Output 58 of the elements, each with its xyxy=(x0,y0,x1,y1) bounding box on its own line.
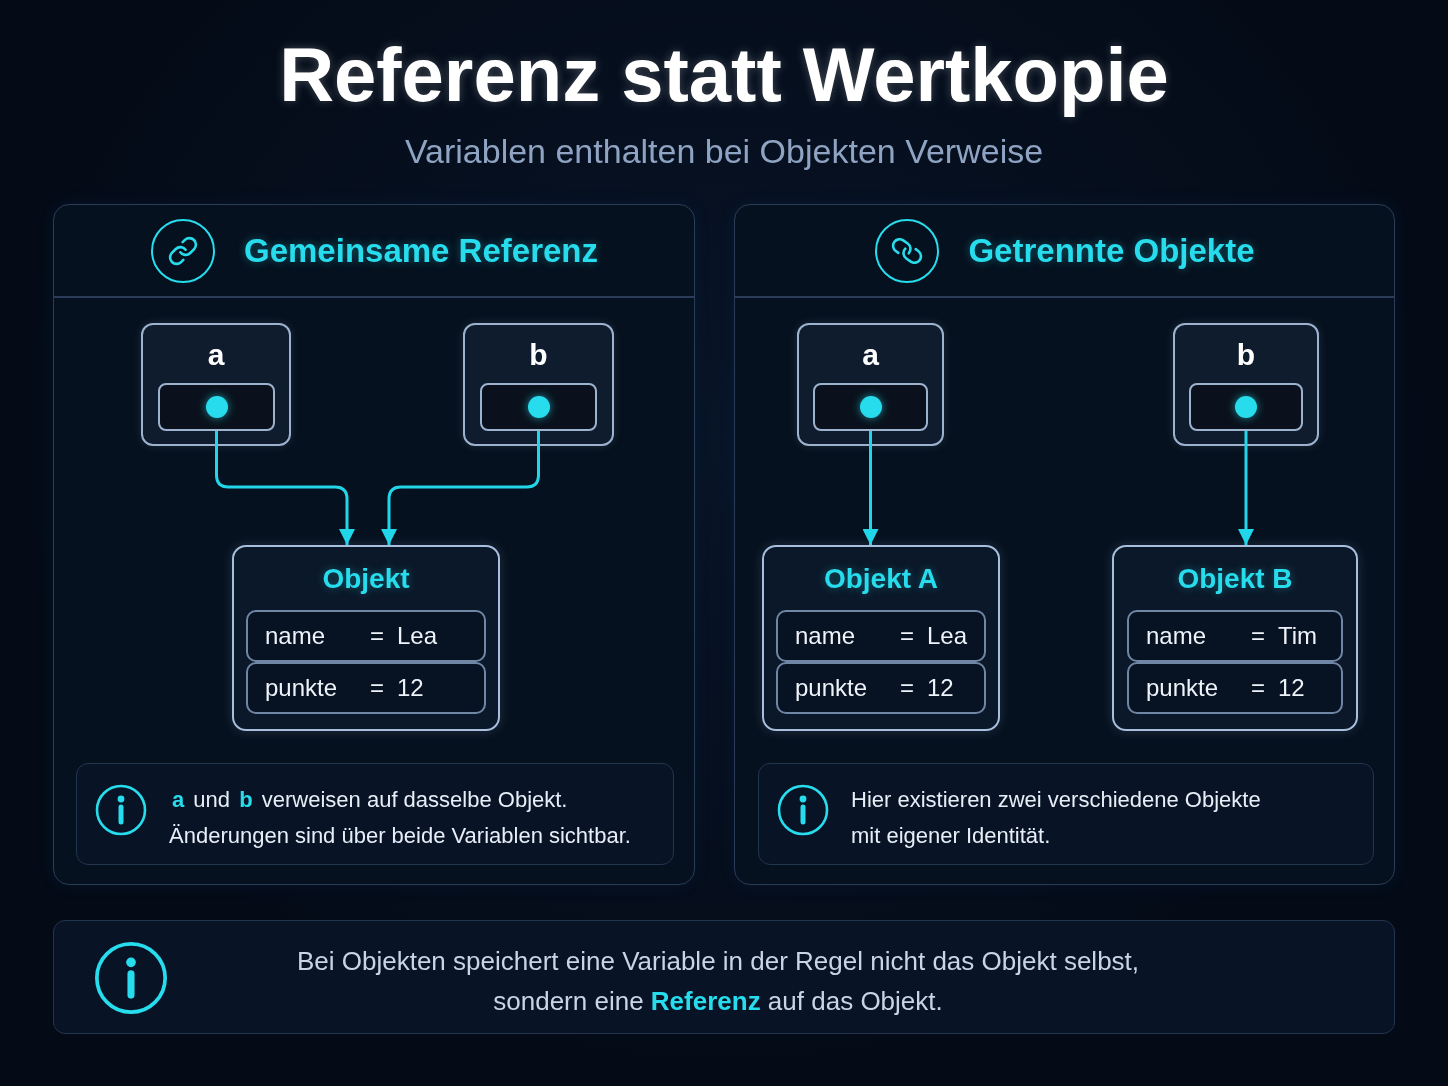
object-title: Objekt B xyxy=(1177,562,1293,596)
info-box xyxy=(76,763,674,865)
panel-title: Gemeinsame Referenz xyxy=(244,232,598,270)
field-row xyxy=(246,610,486,662)
field-name: name xyxy=(1146,621,1207,651)
field-value: 12 xyxy=(1278,673,1305,703)
diagram-title: Referenz statt Wertkopie xyxy=(279,31,1169,119)
subtitle: Variablen enthalten bei Objekten Verweise xyxy=(404,131,1044,172)
connector-arrow xyxy=(381,431,540,545)
pointer-slot xyxy=(158,383,275,431)
variable-box xyxy=(463,323,614,446)
equals-sign: = xyxy=(900,673,914,703)
connector-arrow xyxy=(1238,431,1254,545)
object-box xyxy=(232,545,500,731)
note-box xyxy=(53,920,1395,1034)
object-box xyxy=(1112,545,1358,731)
pointer-slot xyxy=(813,383,928,431)
variable-name: a xyxy=(862,337,879,373)
equals-sign: = xyxy=(1251,673,1265,703)
object-box xyxy=(762,545,1000,731)
variable-name: a xyxy=(207,337,225,373)
field-value: Tim xyxy=(1278,621,1318,651)
equals-sign: = xyxy=(370,673,384,703)
field-value: Lea xyxy=(927,621,968,651)
field-name: punkte xyxy=(1146,673,1219,703)
pointer-slot xyxy=(480,383,597,431)
panel xyxy=(53,204,695,885)
variable-name: b xyxy=(1236,337,1256,373)
panel-title: Getrennte Objekte xyxy=(968,232,1255,270)
pointer-slot xyxy=(1189,383,1303,431)
object-title: Objekt A xyxy=(823,562,939,596)
field-name: name xyxy=(795,621,856,651)
equals-sign: = xyxy=(1251,621,1265,651)
field-row xyxy=(1127,662,1343,714)
panel xyxy=(734,204,1395,885)
field-row xyxy=(776,662,986,714)
info-text: Hier existieren zwei verschiedene Objekte mit eigener Identität. xyxy=(851,786,1262,850)
field-row xyxy=(1127,610,1343,662)
field-name: name xyxy=(265,621,326,651)
connector-arrow xyxy=(215,431,355,545)
field-value: Lea xyxy=(397,621,438,651)
object-title: Objekt xyxy=(322,562,410,596)
field-name: punkte xyxy=(795,673,868,703)
variable-box xyxy=(1173,323,1319,446)
variable-box xyxy=(141,323,291,446)
note-text: Bei Objekten speichert eine Variable in der Regel nicht das Objekt selbst, sondern eine Referenz auf das Objekt. xyxy=(295,945,1141,1018)
variable-name: b xyxy=(529,337,548,373)
equals-sign: = xyxy=(370,621,384,651)
field-value: 12 xyxy=(397,673,424,703)
equals-sign: = xyxy=(900,621,914,651)
variable-box xyxy=(797,323,944,446)
field-row xyxy=(776,610,986,662)
info-box xyxy=(758,763,1374,865)
connector-arrow xyxy=(862,431,879,545)
field-value: 12 xyxy=(927,673,954,703)
field-name: punkte xyxy=(265,673,338,703)
info-text: a und b verweisen auf dasselbe Objekt. Änderungen sind über beide Variablen sichtbar. xyxy=(169,786,632,850)
field-row xyxy=(246,662,486,714)
